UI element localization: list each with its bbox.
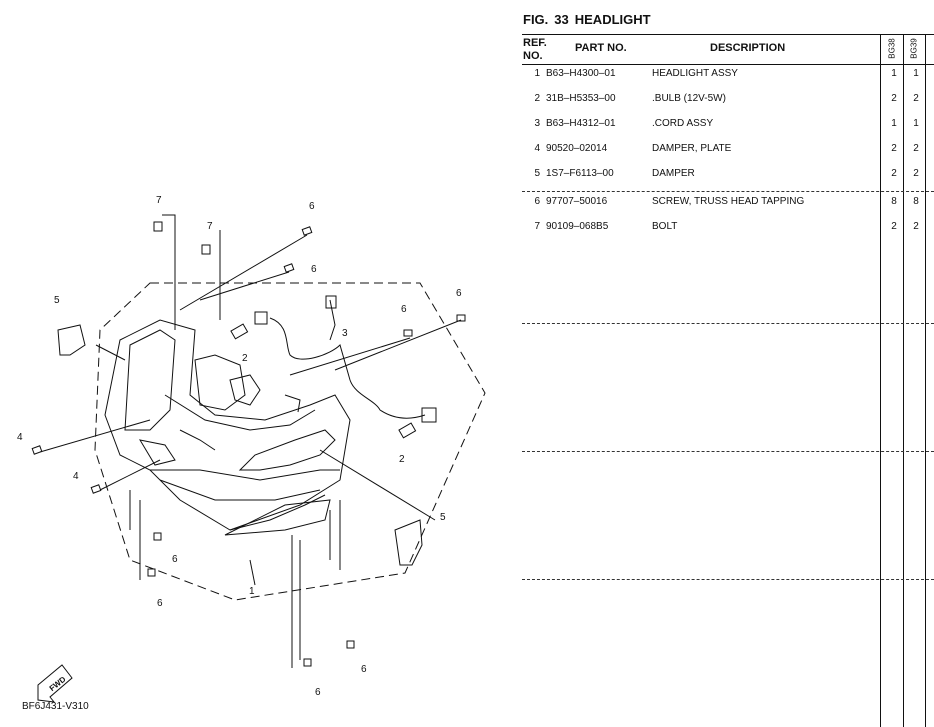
- figure-title: FIG. 33 HEADLIGHT: [523, 12, 657, 27]
- header-model-bg39: BG39: [909, 38, 919, 59]
- callout-4: 4: [73, 471, 79, 482]
- headlight-exploded-diagram: FWD 7 7 6 6 6 6 5 2 3 4 2 4 5 6 1 6 6 6: [17, 195, 486, 703]
- callout-7: 7: [207, 221, 213, 232]
- callout-2: 2: [399, 454, 405, 465]
- damper-right: [394, 519, 423, 566]
- callout-6: 6: [311, 264, 317, 275]
- parts-list-table: REF. NO. PART NO. DESCRIPTION BG38 BG39 …: [522, 34, 934, 727]
- callout-6: 6: [172, 554, 178, 565]
- header-description: DESCRIPTION: [710, 42, 786, 54]
- callout-6: 6: [315, 687, 321, 698]
- callout-6: 6: [309, 201, 315, 212]
- diagram-code: BF6J431-V310: [22, 701, 89, 712]
- header-ref-no: REF.: [523, 37, 547, 49]
- callout-6: 6: [401, 304, 407, 315]
- callout-7: 7: [156, 195, 162, 206]
- headlight-housing: [104, 319, 351, 531]
- callout-2: 2: [242, 353, 248, 364]
- assembly-outline: [94, 282, 486, 601]
- figure-label: FIG.: [523, 12, 549, 27]
- cord-assembly: [269, 317, 426, 419]
- header-part-no: PART NO.: [575, 42, 627, 54]
- callout-4: 4: [17, 432, 23, 443]
- callout-6: 6: [456, 288, 462, 299]
- callout-6: 6: [157, 598, 163, 609]
- callout-5: 5: [54, 295, 60, 306]
- damper-left: [57, 324, 86, 356]
- header-ref-no-2: NO.: [523, 50, 543, 62]
- callout-1: 1: [249, 586, 255, 597]
- callout-3: 3: [342, 328, 348, 339]
- callout-6: 6: [361, 664, 367, 675]
- fwd-arrow: [37, 664, 73, 703]
- figure-number: 33: [554, 12, 569, 27]
- header-model-bg38: BG38: [887, 38, 897, 59]
- figure-name: HEADLIGHT: [574, 12, 651, 27]
- callout-5: 5: [440, 512, 446, 523]
